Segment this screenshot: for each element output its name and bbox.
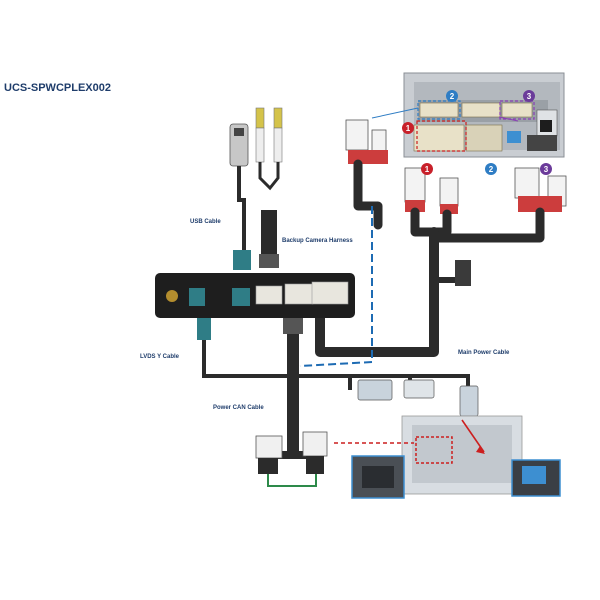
camera-route-dashed <box>299 206 373 367</box>
badge-3-top-text: 3 <box>527 92 532 101</box>
backup-camera-harness-label: Backup Camera Harness <box>282 238 353 244</box>
badge-3-lower-text: 3 <box>544 165 549 174</box>
usb-cable <box>229 123 251 270</box>
badge-2-top: 2 <box>446 90 458 102</box>
main-power-cable-label: Main Power Cable <box>458 350 510 356</box>
harness-connectors <box>345 119 567 214</box>
main-power-cable <box>315 159 545 357</box>
lvds-y-cable-label: LVDS Y Cable <box>140 354 180 360</box>
power-can-cable <box>255 318 328 487</box>
product-title: UCS-SPWCPLEX002 <box>4 82 111 94</box>
interface-module <box>155 273 355 318</box>
connector-1-highlight <box>416 120 467 152</box>
backup-camera-harness <box>255 107 283 268</box>
badge-2-lower-text: 2 <box>489 165 494 174</box>
badge-3-lower: 3 <box>540 163 552 175</box>
badge-2-top-text: 2 <box>450 92 455 101</box>
connector-2-highlight <box>417 100 461 120</box>
badge-1-top: 1 <box>402 122 414 134</box>
badge-1-top-text: 1 <box>406 124 411 133</box>
connector-3-highlight <box>499 100 535 120</box>
pointer-line-2 <box>371 107 419 119</box>
badge-2-lower: 2 <box>485 163 497 175</box>
lvds-y-cable <box>197 318 479 417</box>
vehicle-photos <box>351 415 561 499</box>
head-unit-image <box>403 72 565 158</box>
usb-cable-label: USB Cable <box>190 219 221 225</box>
badge-1-lower: 1 <box>421 163 433 175</box>
badge-1-lower-text: 1 <box>425 165 430 174</box>
power-can-cable-label: Power CAN Cable <box>213 405 264 411</box>
ground-connector <box>455 260 471 286</box>
pointer-line-3 <box>498 116 519 122</box>
badge-3-top: 3 <box>523 90 535 102</box>
